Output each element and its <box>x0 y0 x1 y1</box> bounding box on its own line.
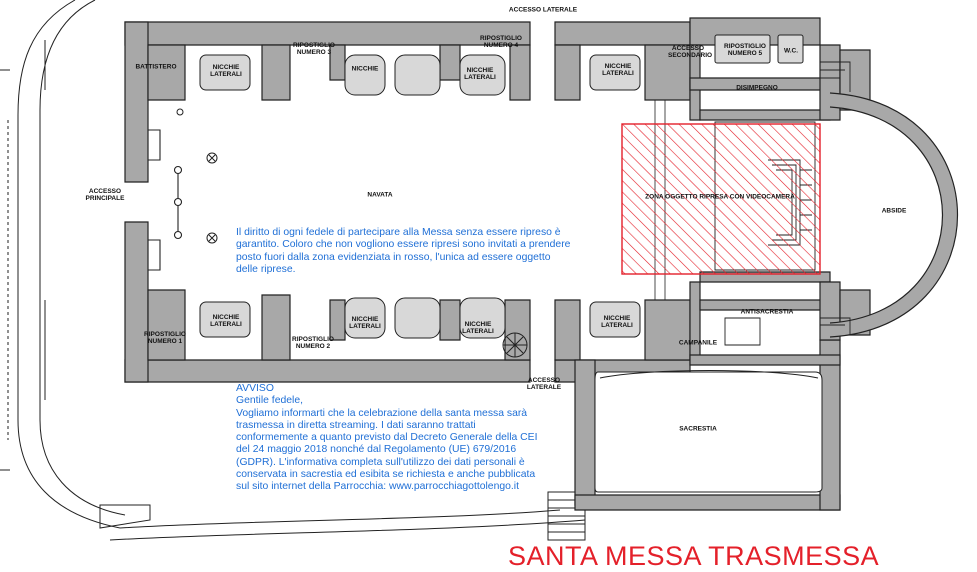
stairs <box>547 491 586 541</box>
label-campanile: CAMPANILE <box>678 339 718 347</box>
label-battistero: BATTISTERO <box>135 63 177 71</box>
streaming-note-line: garantito. Coloro che non vogliono esser… <box>236 239 571 251</box>
streaming-note-line: posto fuori dalla zona evidenziata in ro… <box>236 251 551 263</box>
label-ripostiglio-4: RIPOSTIGLIO NUMERO 4 <box>480 35 522 49</box>
label-disimpegno: DISIMPEGNO <box>736 84 778 92</box>
walls <box>124 17 871 511</box>
label-nicchie-top: NICCHIE <box>351 65 379 73</box>
label-ripostiglio-1: RIPOSTIGLIO NUMERO 1 <box>144 331 186 345</box>
streaming-note: Il diritto di ogni fedele di partecipare… <box>236 227 570 276</box>
streaming-note-line: Il diritto di ogni fedele di partecipare… <box>236 227 561 238</box>
avviso-line: trasmessa in diretta streaming. I dati s… <box>236 419 476 431</box>
avviso-heading: AVVISO <box>236 383 274 394</box>
avviso-line: Vogliamo informarti che la celebrazione … <box>236 407 528 419</box>
avviso-line: del 24 maggio 2018 nonché dal Regolament… <box>236 444 517 456</box>
label-ripostiglio-3: RIPOSTIGLIO NUMERO 3 <box>293 42 335 56</box>
label-nicchie-laterali-nw: NICCHIE LATERALI <box>210 64 242 78</box>
label-wc: W.C. <box>783 47 799 55</box>
avviso-line: Gentile fedele, <box>236 395 304 407</box>
sacristy-room <box>594 371 823 493</box>
label-navata: NAVATA <box>367 191 393 199</box>
main-entrance <box>125 129 183 271</box>
label-ripostiglio-5: RIPOSTIGLIO NUMERO 5 <box>724 43 766 57</box>
floor-plan: ACCESSO LATERALE RIPOSTIGLIO NUMERO 3 RI… <box>0 0 959 571</box>
apse <box>829 92 959 338</box>
floor-plan-drawing <box>0 0 959 541</box>
label-nicchie-laterali-s2: NICCHIE LATERALI <box>462 321 494 335</box>
label-zona-ripresa: ZONA OGGETTO RIPRESA CON VIDEOCAMERA <box>645 193 795 201</box>
label-accesso-laterale-bottom: ACCESSO LATERALE <box>526 377 562 391</box>
avviso-line: sul sito internet della Parrocchia: www.… <box>236 481 520 493</box>
chapels <box>199 34 804 339</box>
label-nicchie-laterali-sw: NICCHIE LATERALI <box>210 314 242 328</box>
label-nicchie-laterali-se: NICCHIE LATERALI <box>601 315 633 329</box>
label-nicchie-laterali-ne: NICCHIE LATERALI <box>464 67 496 81</box>
avviso-line: (GDPR). L'informativa completa sull'util… <box>236 456 525 468</box>
columns <box>176 108 218 244</box>
label-accesso-principale: ACCESSO PRINCIPALE <box>85 188 125 202</box>
video-zone <box>621 123 821 275</box>
label-nicchie-laterali-s1: NICCHIE LATERALI <box>349 316 381 330</box>
spiral-stair <box>502 332 528 358</box>
entrance-ramps <box>0 0 586 541</box>
label-accesso-secondario: ACCESSO SECONDARIO <box>668 45 713 59</box>
avviso-line: conservata in sacrestia ed esibita se ri… <box>236 469 536 481</box>
avviso-line: conformemente a quanto previsto dal Decr… <box>236 432 538 444</box>
label-abside: ABSIDE <box>881 207 907 215</box>
label-nicchie-laterali-top-right: NICCHIE LATERALI <box>602 63 634 77</box>
avviso-block: AVVISO Gentile fedele, Vogliamo informar… <box>236 383 538 494</box>
label-antisacrestia: ANTISACRESTIA <box>740 308 794 316</box>
streaming-note-line: delle riprese. <box>236 263 296 275</box>
label-ripostiglio-2: RIPOSTIGLIO NUMERO 2 <box>292 336 334 350</box>
label-sacrestia: SACRESTIA <box>679 425 717 433</box>
label-accesso-laterale-top: ACCESSO LATERALE <box>508 6 578 14</box>
